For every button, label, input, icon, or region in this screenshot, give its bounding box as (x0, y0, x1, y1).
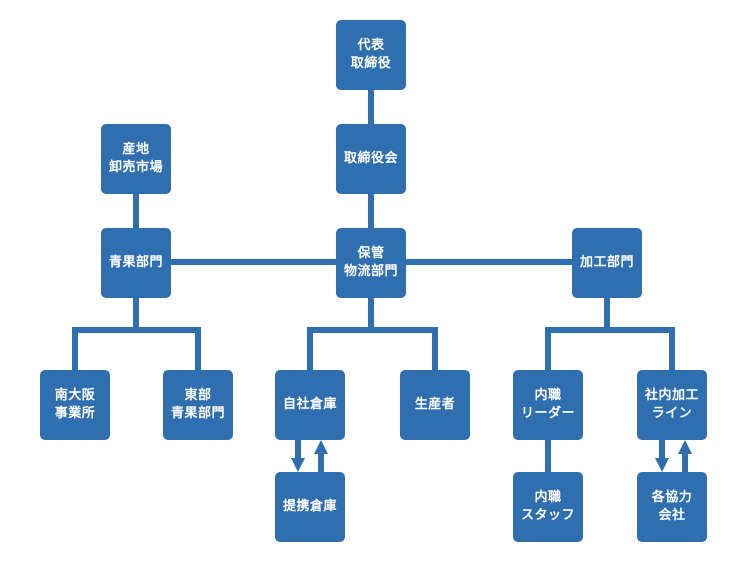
node-inhouse-staff: 内職 スタッフ (513, 472, 583, 542)
node-own-warehouse-label: 自社倉庫 (282, 397, 337, 412)
node-inhouse-leader: 内職 リーダー (513, 370, 583, 440)
node-minami-osaka-label: 南大阪 事業所 (54, 388, 96, 421)
node-inhouse-leader-label: 内職 リーダー (520, 388, 575, 421)
connector-logistics-branches (307, 298, 374, 370)
node-own-warehouse: 自社倉庫 (275, 370, 345, 440)
node-producer: 生産者 (400, 370, 470, 440)
node-processing: 加工部門 (572, 228, 642, 298)
node-partner-companies-label: 各協力 会社 (651, 490, 693, 523)
connector-produce-branches-right (136, 327, 201, 370)
arrowhead-up-warehouse (314, 440, 328, 454)
node-market: 産地 卸売市場 (101, 124, 171, 194)
node-east-produce-label: 東部 青果部門 (170, 388, 225, 421)
node-inhouse-staff-label: 内職 スタッフ (520, 490, 575, 523)
node-east-produce: 東部 青果部門 (163, 370, 233, 440)
node-market-label: 産地 卸売市場 (108, 142, 163, 175)
node-partner-warehouse-label: 提携倉庫 (282, 499, 337, 514)
node-board: 取締役会 (336, 124, 406, 194)
node-board-label: 取締役会 (343, 151, 398, 166)
node-producer-label: 生産者 (414, 397, 456, 412)
node-produce: 青果部門 (101, 228, 171, 298)
node-partner-companies: 各協力 会社 (637, 472, 707, 542)
node-partner-warehouse: 提携倉庫 (275, 472, 345, 542)
node-produce-label: 青果部門 (108, 255, 163, 270)
node-representative-label: 代表 取締役 (350, 38, 392, 71)
node-processing-label: 加工部門 (579, 255, 634, 270)
arrowhead-up-partners (678, 440, 692, 454)
node-inhouse-line-label: 社内加工 ライン (644, 388, 699, 421)
node-minami-osaka: 南大阪 事業所 (40, 370, 110, 440)
node-inhouse-line: 社内加工 ライン (637, 370, 707, 440)
connector-processing-branches (545, 298, 610, 370)
node-logistics: 保管 物流部門 (336, 228, 406, 298)
connector-produce-branches (72, 298, 139, 370)
arrowhead-down-warehouse (291, 458, 305, 472)
node-logistics-label: 保管 物流部門 (343, 246, 398, 279)
connector-processing-branches-right (607, 327, 675, 370)
node-representative: 代表 取締役 (336, 20, 406, 90)
connector-logistics-branches-right (371, 327, 438, 370)
arrowhead-down-partners (655, 458, 669, 472)
